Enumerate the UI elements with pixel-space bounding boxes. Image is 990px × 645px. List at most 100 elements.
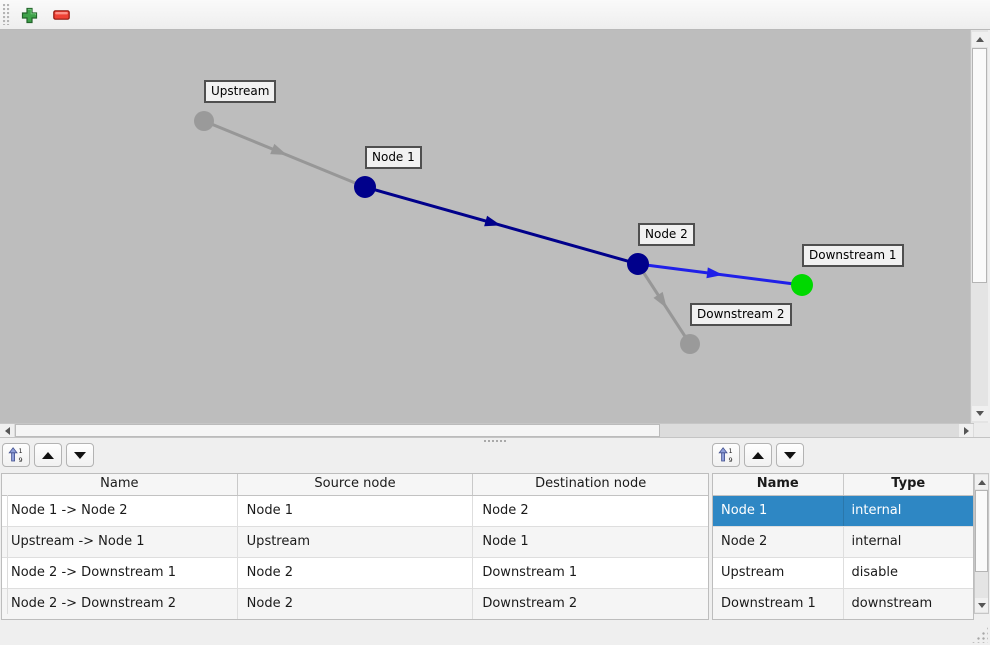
triangle-down-icon [976,411,984,416]
graph-edge-node1-node2[interactable] [364,185,639,266]
graph-node-label-upstream[interactable]: Upstream [204,80,277,103]
splitter-handle-icon [484,440,508,443]
triangle-up-icon [977,479,986,485]
sort-ascending-icon: 1 9 [8,447,24,463]
main-toolbar [0,0,990,30]
triangle-down-icon [977,602,986,608]
graph-node-label-node1[interactable]: Node 1 [365,146,422,169]
edge-arrow-icon [706,267,724,279]
col-header-destination-node[interactable]: Destination node [535,476,647,491]
triangle-right-icon [963,426,969,435]
cell-type: disable [851,565,898,580]
horizontal-scrollbar-thumb[interactable] [15,424,660,437]
cell-destination: Node 2 [482,503,529,518]
edge-arrow-icon [653,291,667,309]
minus-icon [52,10,70,20]
graph-node-node1[interactable] [354,176,376,198]
graph-vertical-scrollbar[interactable] [970,30,988,423]
cell-name: Node 1 [713,496,844,526]
scrollbar-corner [974,423,990,437]
graph-node-label-downstream1[interactable]: Downstream 1 [802,244,904,267]
triangle-up-icon [976,37,984,42]
add-button[interactable] [19,5,39,25]
sort-nodes-button[interactable]: 1 9 [712,443,740,467]
graph-node-downstream2[interactable] [680,334,700,354]
nodes-table-scrollbar[interactable] [974,473,989,614]
cell-type: downstream [851,596,933,611]
scroll-down-button[interactable] [975,598,988,612]
move-node-down-button[interactable] [776,443,804,467]
pane-splitter[interactable] [0,437,990,443]
node-row[interactable]: Node 2 internal [713,527,973,558]
graph-node-label-node2[interactable]: Node 2 [638,223,695,246]
graph-node-upstream[interactable] [194,111,214,131]
connection-row[interactable]: Node 2 -> Downstream 1 Node 2 Downstream… [2,558,708,589]
cell-source: Upstream [238,527,474,557]
cell-name: Downstream 1 [713,589,844,619]
cell-name: Upstream [713,558,844,588]
sort-ascending-icon: 1 9 [718,447,734,463]
scroll-up-button[interactable] [975,475,988,489]
svg-text:1: 1 [19,447,23,455]
move-connection-up-button[interactable] [34,443,62,467]
scroll-right-button[interactable] [959,424,973,437]
vertical-scrollbar-thumb[interactable] [975,490,988,572]
cell-source: Node 2 [238,589,474,619]
graph-node-node2[interactable] [627,253,649,275]
svg-text:1: 1 [729,447,733,455]
nodes-table-body: Node 1 internal Node 2 internal Upstream… [713,496,973,619]
nodes-table-header: Name Type [713,474,973,496]
cell-name: Node 2 -> Downstream 2 [2,589,238,619]
plus-icon [21,7,38,24]
move-node-up-button[interactable] [744,443,772,467]
scroll-down-button[interactable] [972,406,988,421]
cell-destination: Node 1 [482,534,529,549]
node-row[interactable]: Downstream 1 downstream [713,589,973,619]
col-header-name[interactable]: Name [713,474,844,495]
col-header-source-node[interactable]: Source node [238,474,474,495]
scroll-up-button[interactable] [972,32,988,47]
edge-arrow-icon [484,215,502,227]
cell-destination: Downstream 2 [482,596,578,611]
cell-source: Node 1 [238,496,474,526]
graph-node-label-downstream2[interactable]: Downstream 2 [690,303,792,326]
move-connection-down-button[interactable] [66,443,94,467]
cell-name: Node 1 -> Node 2 [2,496,238,526]
graph-horizontal-scrollbar[interactable] [0,423,974,437]
remove-button[interactable] [51,5,71,25]
triangle-left-icon [4,426,10,435]
connection-row[interactable]: Node 1 -> Node 2 Node 1 Node 2 [2,496,708,527]
row-gutter-line [7,495,8,614]
window-resize-grip[interactable] [972,627,988,643]
sort-connections-button[interactable]: 1 9 [2,443,30,467]
col-header-name[interactable]: Name [2,474,238,495]
node-row[interactable]: Node 1 internal [713,496,973,527]
edge-arrow-icon [270,143,288,156]
vertical-scrollbar-thumb[interactable] [972,48,987,283]
triangle-up-icon [42,451,54,459]
svg-text:9: 9 [729,456,733,463]
connections-table-header: Name Source node Destination node [2,474,708,496]
cell-name: Upstream -> Node 1 [2,527,238,557]
cell-name: Node 2 -> Downstream 1 [2,558,238,588]
graph-svg [194,111,813,354]
cell-type: internal [851,503,902,518]
connections-table-body: Node 1 -> Node 2 Node 1 Node 2 Upstream … [2,496,708,619]
triangle-down-icon [74,451,86,459]
scroll-left-button[interactable] [0,424,14,437]
node-row[interactable]: Upstream disable [713,558,973,589]
cell-type: internal [851,534,902,549]
graph-node-downstream1[interactable] [791,274,813,296]
cell-destination: Downstream 1 [482,565,578,580]
toolbar-drag-handle[interactable] [3,4,11,25]
connections-table: Name Source node Destination node Node 1… [1,473,709,620]
col-header-type[interactable]: Type [891,476,926,491]
triangle-down-icon [784,451,796,459]
cell-name: Node 2 [713,527,844,557]
connection-row[interactable]: Upstream -> Node 1 Upstream Node 1 [2,527,708,558]
nodes-table: Name Type Node 1 internal Node 2 interna… [712,473,974,620]
triangle-up-icon [752,451,764,459]
svg-text:9: 9 [19,456,23,463]
connection-row[interactable]: Node 2 -> Downstream 2 Node 2 Downstream… [2,589,708,619]
